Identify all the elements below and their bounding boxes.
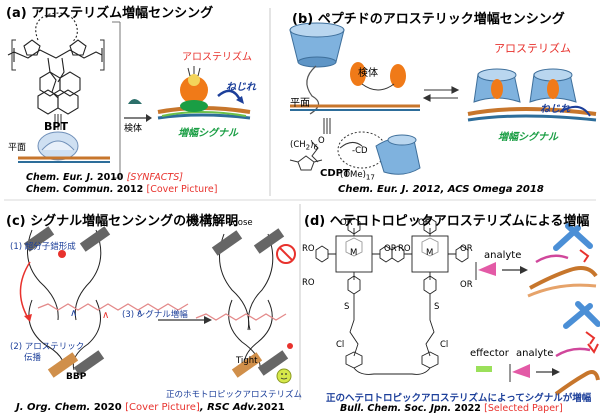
linker-cl-1: Cl [336, 340, 345, 350]
cyclodextrin-cone-b1 [289, 22, 345, 68]
chain-c2 [195, 313, 287, 321]
step2-label-line1: (2) アロステリック [10, 342, 85, 352]
label-positive-homotropic: 正のホモトロピックアロステリズム [166, 390, 303, 400]
panel-a-title: (a) アロステリズム増幅センシング [6, 6, 214, 21]
label-allosterism-b: アロステリズム [494, 42, 571, 55]
porphyrin-right [391, 217, 469, 357]
label-ch2: (CH2)6 [290, 140, 319, 152]
twisted-scheme-b [467, 68, 597, 122]
label-o-b: O [318, 136, 325, 146]
analyte-b [350, 62, 406, 91]
label-plane-b: 平面 [290, 98, 310, 109]
equiv-mark [54, 114, 62, 130]
porphyrin-or-1: OR [340, 218, 353, 228]
label-ome: (OMe)17 [340, 170, 375, 182]
analyte-scheme-1 [475, 223, 598, 298]
step2-label-line2: 伝播 [24, 353, 42, 363]
linker-cl-2: Cl [440, 340, 449, 350]
bpt-structure [7, 12, 103, 115]
supramolecular-right [219, 233, 274, 371]
label-twist-b: ねじれ [540, 104, 570, 115]
citation-a2: Chem. Commun. 2012 [Cover Picture] [26, 184, 218, 195]
porphyrin-m-2: M [426, 248, 434, 258]
porphyrin-ro-3: RO [398, 244, 411, 254]
porphyrin-m-1: M [350, 248, 358, 258]
label-allosterism-a: アロステリズム [182, 52, 252, 63]
polymer-bracket [11, 39, 105, 71]
plane-b [290, 104, 420, 111]
equilibrium-arrows-b [422, 86, 460, 102]
porphyrin-left [315, 217, 393, 357]
label-cdpt: CDPT [320, 168, 350, 179]
citation-b: Chem. Eur. J. 2012, ACS Omega 2018 [338, 184, 544, 195]
label-signal-b: 増幅シグナル [498, 132, 558, 143]
citation-d: Bull. Chem. Soc. Jpn. 2022 [Selected Pap… [340, 403, 563, 414]
label-analyte-b: 検体 [358, 68, 378, 79]
label-cd: -CD [352, 146, 368, 156]
label-bpt: BPT [44, 120, 68, 133]
thiourea-s-2: S [434, 302, 440, 312]
analyte-arrow-a [124, 99, 152, 122]
porphyrin-or-4: OR [460, 244, 473, 254]
label-plane-a: 平面 [8, 143, 27, 153]
linker-d [345, 351, 439, 375]
bricks-right [211, 228, 289, 378]
svg-text:∧: ∧ [70, 308, 77, 319]
panel-c-title: (c) シグナル増幅センシングの機構解明 [6, 214, 239, 229]
svg-text:∧: ∧ [102, 310, 109, 321]
label-analyte-d1: analyte [484, 250, 522, 261]
porphyrin-or-2: OR [384, 244, 397, 254]
porphyrin-or-5: OR [460, 280, 473, 290]
label-effector: effector [470, 348, 509, 359]
panel-d-title: (d) ヘテロトロピックアロステリズムによる増幅 [304, 214, 590, 229]
analyte-scheme-2 [476, 301, 600, 396]
twisted-scheme-a [157, 66, 251, 120]
porphyrin-or-3: OR [418, 218, 431, 228]
step3-arrow [158, 316, 212, 324]
label-analyte-d2: analyte [516, 348, 554, 359]
chain-c-marks: ∧ ∧ ∧ [70, 308, 143, 321]
step1-label: (1) 超分子錯形成 [10, 242, 76, 252]
label-tight: Tight [236, 356, 258, 366]
thiourea-s-1: S [344, 302, 350, 312]
plane-with-dome-a [18, 131, 110, 163]
bricks-left [23, 226, 111, 378]
label-loose: Loose [228, 218, 253, 228]
label-bbp: BBP [66, 372, 87, 382]
prohibited-sign [276, 244, 296, 264]
citation-c: J. Org. Chem. 2020 [Cover Picture], RSC … [16, 402, 285, 413]
panel-d-caption: 正のヘテロトロピックアロステリズムによってシグナルが増幅 [326, 393, 592, 404]
porphyrin-ro-2: RO [302, 278, 315, 288]
label-twist-a: ねじれ [226, 82, 256, 93]
svg-text:∧: ∧ [136, 308, 143, 319]
chain-c [37, 303, 189, 311]
panel-b-title: (b) ペプチドのアロステリック増幅センシング [292, 12, 565, 27]
label-analyte-a: 検体 [124, 124, 143, 134]
citation-a1: Chem. Eur. J. 2010 [SYNFACTS] [26, 172, 183, 183]
cyclodextrin-cone-b2 [375, 134, 421, 175]
porphyrin-ro-1: RO [302, 244, 315, 254]
step3-label: (3) シグナル増幅 [122, 310, 188, 320]
label-signal-a: 増幅シグナル [178, 128, 238, 139]
